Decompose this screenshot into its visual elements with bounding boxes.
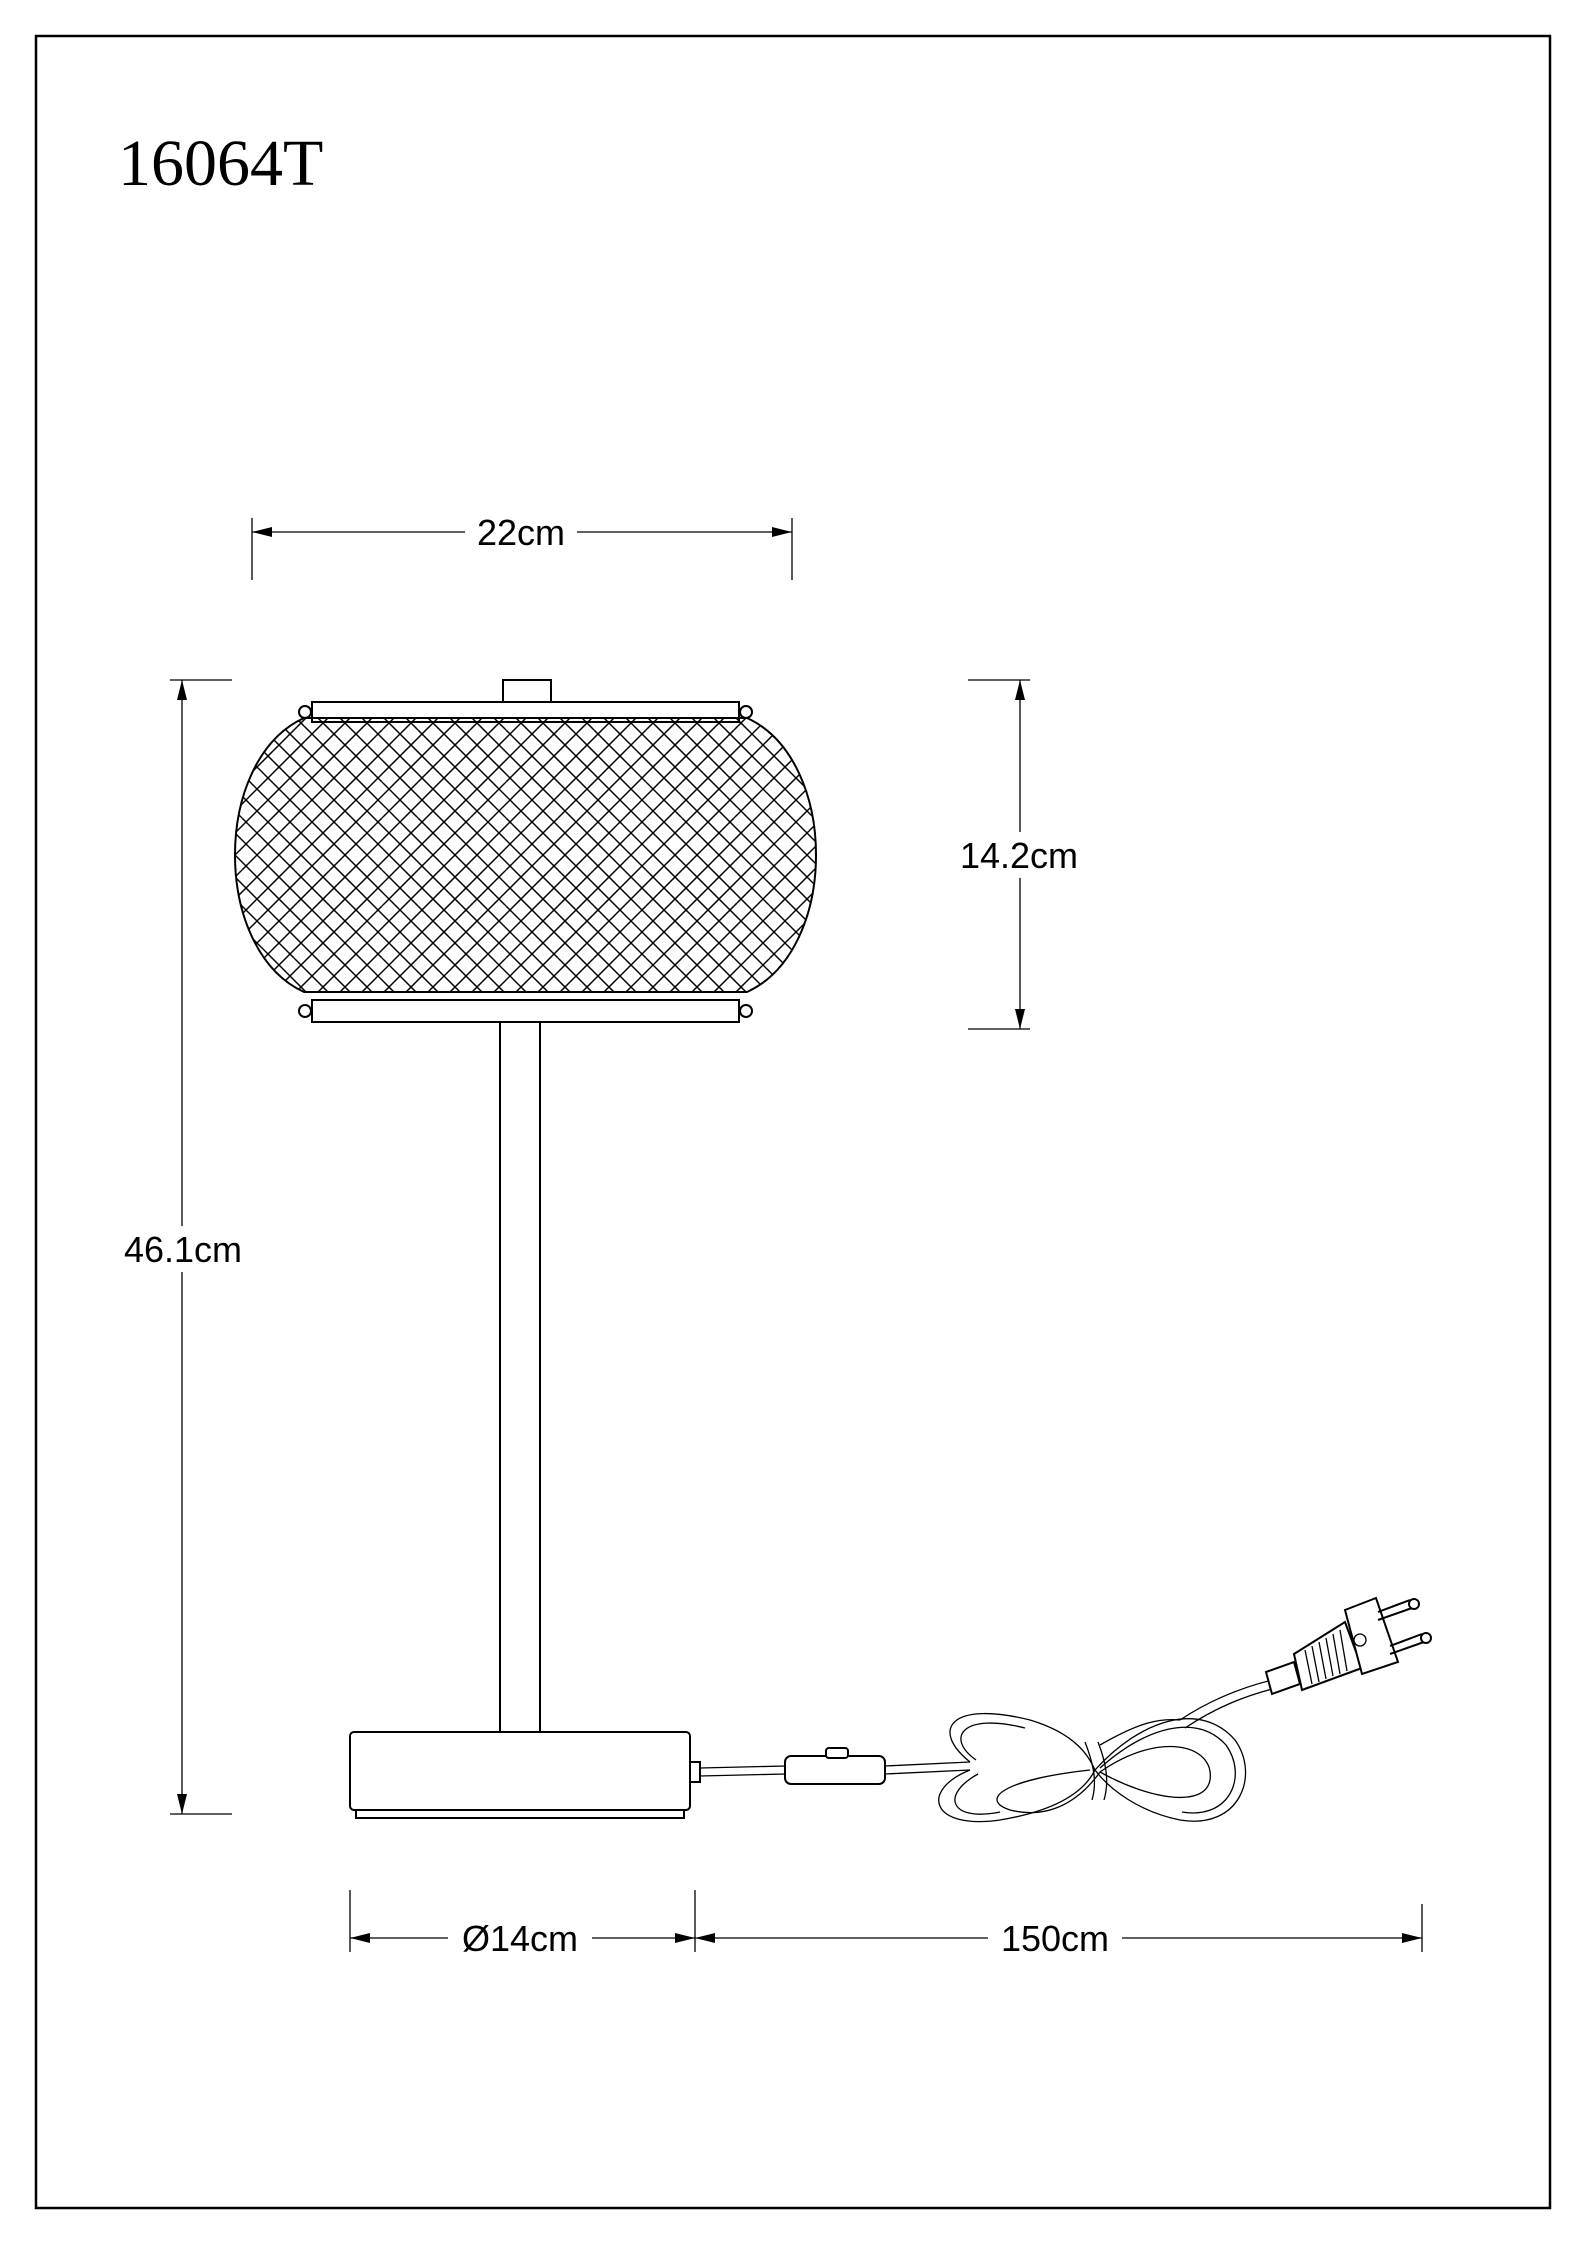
total-height-label: 46.1cm [124,1229,242,1270]
shade-width-label: 22cm [477,512,565,553]
base-diameter-label: Ø14cm [462,1918,578,1959]
dimension-base-diameter: Ø14cm [349,1890,696,1960]
model-code: 16064T [118,127,323,200]
dimension-shade-height: 14.2cm [945,679,1093,1030]
page-frame [34,34,1552,2210]
shade-top-knob [502,679,552,703]
shade-height-label: 14.2cm [960,835,1078,876]
dimension-total-height: 46.1cm [110,679,258,1815]
dimension-shade-width: 22cm [251,510,793,580]
shade-bottom-rim [311,999,740,1023]
coiled-cable [938,1679,1277,1823]
base-foot [355,1809,685,1819]
cable-length-label: 150cm [1001,1918,1109,1959]
inline-switch [784,1755,886,1785]
dimension-cable-length: 150cm [695,1904,1423,1960]
euro-plug [1264,1596,1432,1696]
lamp-stem [499,1021,541,1733]
lamp-base [349,1731,691,1811]
mesh-shade [234,717,817,993]
